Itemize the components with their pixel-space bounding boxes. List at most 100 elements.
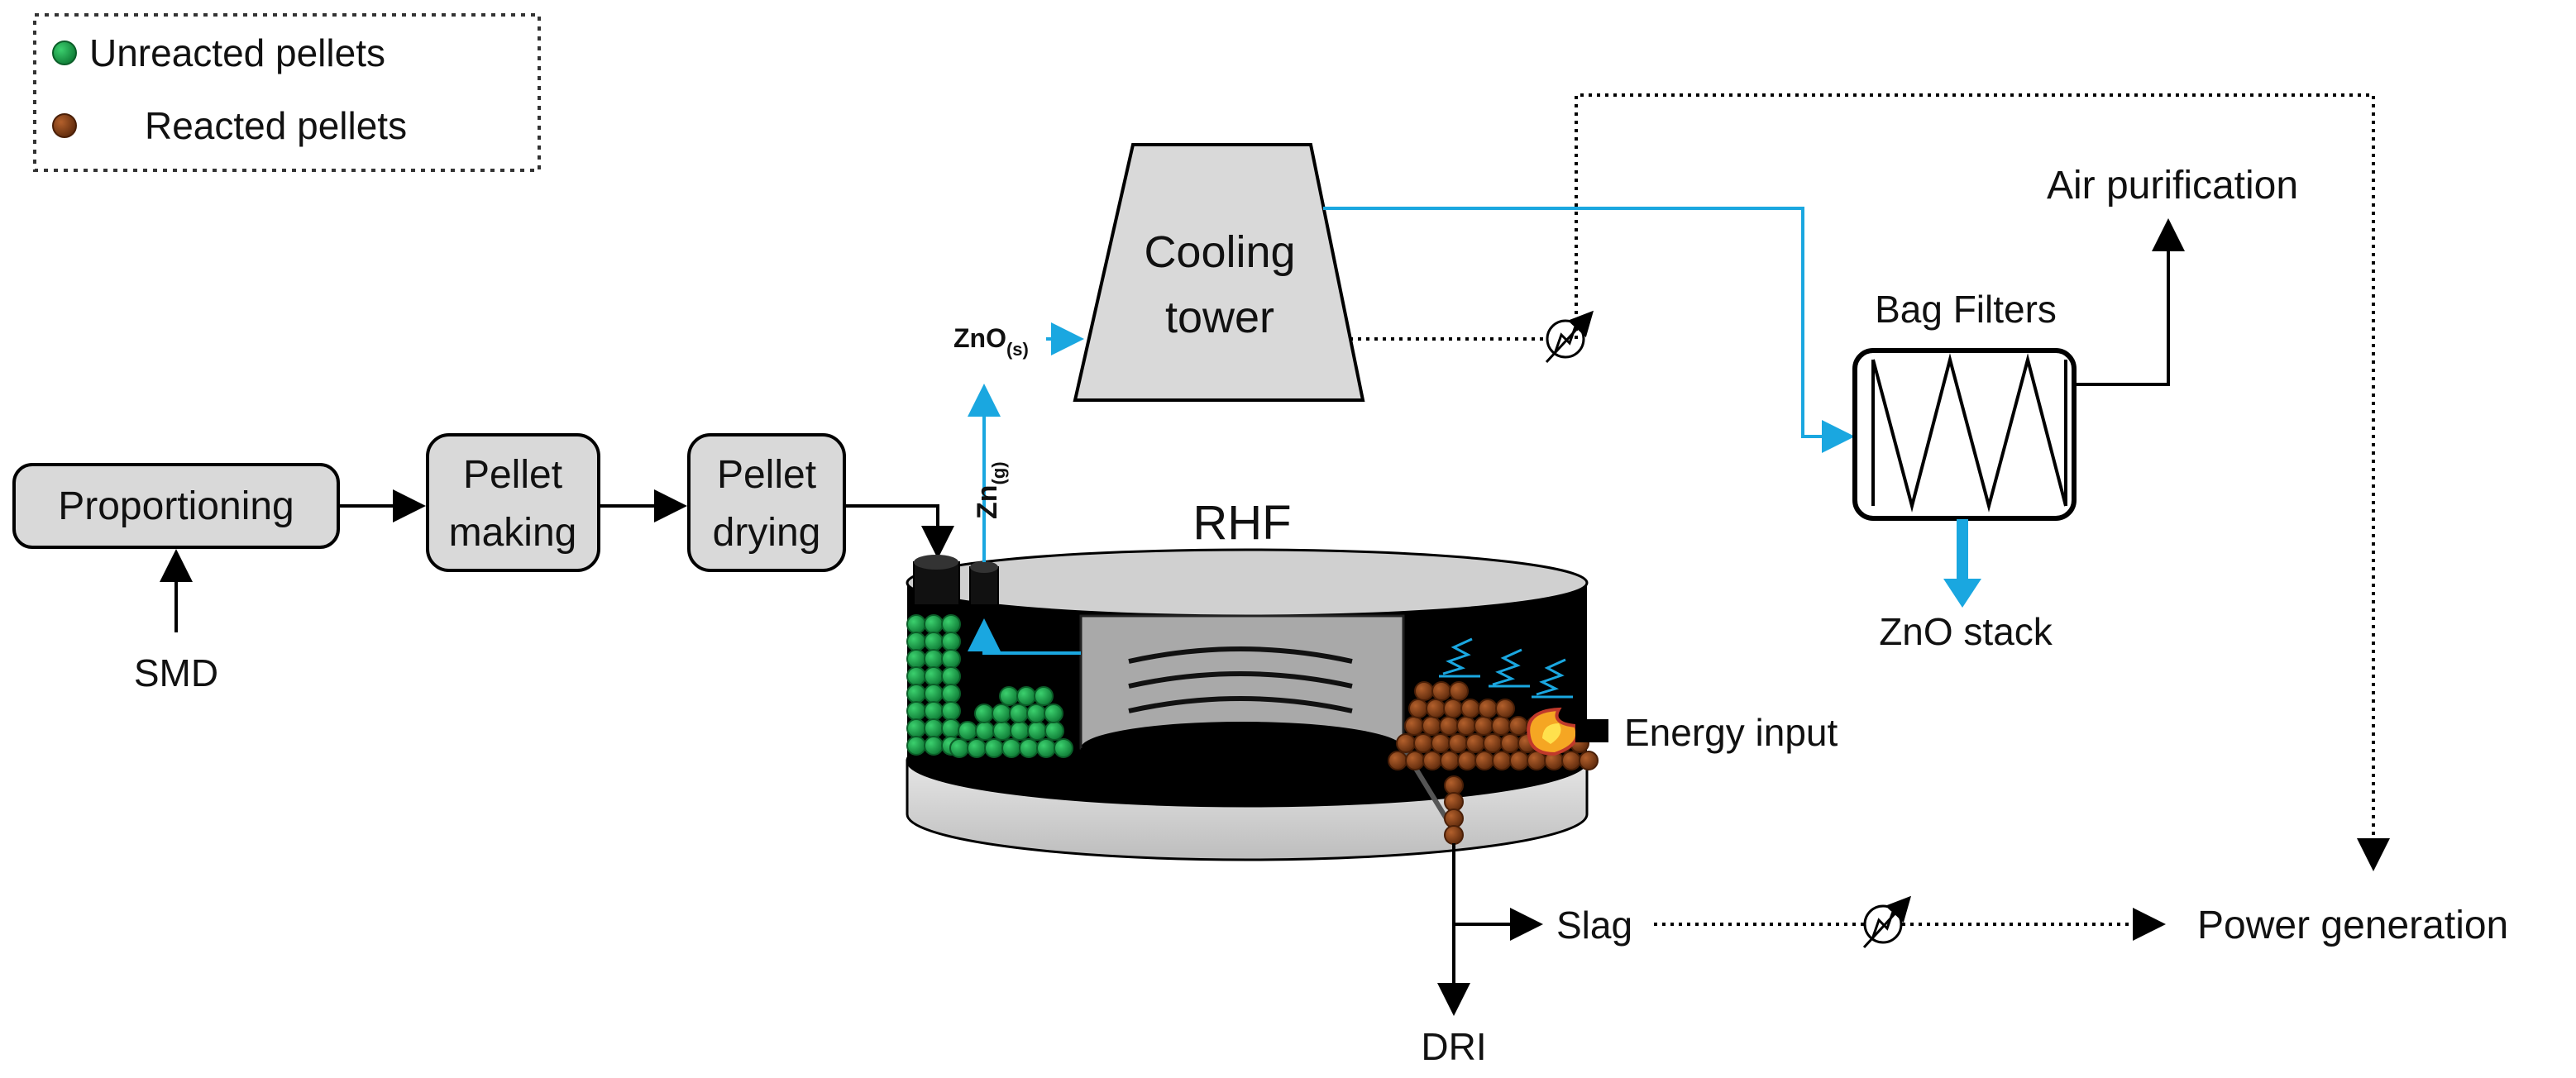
reacted-pellet bbox=[1456, 716, 1476, 736]
pellet-making-box: Pellet making bbox=[426, 433, 600, 572]
unreacted-pellet bbox=[906, 701, 926, 721]
unreacted-pellet bbox=[1054, 738, 1073, 758]
reacted-pellet bbox=[1527, 751, 1546, 770]
pellet-making-label-2: making bbox=[449, 511, 577, 555]
reacted-pellet-icon bbox=[52, 113, 77, 138]
reacted-pellet bbox=[1457, 751, 1477, 770]
slag-label: Slag bbox=[1556, 904, 1632, 947]
smd-label: SMD bbox=[134, 651, 218, 694]
unreacted-pellet bbox=[924, 718, 944, 738]
arrow-drying-to-rhf bbox=[844, 504, 954, 559]
bag-filters-label: Bag Filters bbox=[1875, 288, 2057, 331]
unreacted-pellet bbox=[941, 718, 961, 738]
reacted-pellet bbox=[1431, 733, 1450, 753]
unreacted-pellet bbox=[958, 721, 977, 741]
rotary-hearth-furnace bbox=[906, 548, 1589, 861]
unreacted-pellet bbox=[984, 738, 1004, 758]
bag-filters bbox=[1852, 348, 2077, 521]
zno-solid-label: ZnO(s) bbox=[953, 323, 1029, 360]
reacted-pellet bbox=[1408, 699, 1428, 718]
flame-icon bbox=[1527, 707, 1608, 756]
dri-label: DRI bbox=[1421, 1025, 1486, 1068]
zno-stack-label: ZnO stack bbox=[1879, 610, 2053, 653]
zno-solid-base: ZnO bbox=[953, 323, 1006, 353]
unreacted-pellet bbox=[992, 721, 1012, 741]
unreacted-pellet bbox=[906, 718, 926, 738]
reacted-pellet bbox=[1460, 699, 1480, 718]
unreacted-pellet bbox=[924, 649, 944, 669]
legend-unreacted-label: Unreacted pellets bbox=[89, 31, 385, 74]
heat-exchanger-icon bbox=[1545, 310, 1594, 364]
power-generation-label: Power generation bbox=[2197, 904, 2508, 947]
reacted-pellet bbox=[1440, 751, 1460, 770]
zinc-vapour-icon bbox=[1439, 637, 1573, 699]
reacted-pellet bbox=[1444, 775, 1464, 795]
unreacted-pellet bbox=[967, 738, 987, 758]
unreacted-pellet bbox=[924, 701, 944, 721]
unreacted-pellet bbox=[999, 686, 1019, 706]
energy-input-label: Energy input bbox=[1624, 711, 1838, 754]
reacted-pellet bbox=[1414, 681, 1434, 701]
pellet-drying-box: Pellet drying bbox=[687, 433, 846, 572]
reacted-pellet bbox=[1443, 699, 1463, 718]
legend-frame bbox=[33, 13, 541, 172]
reacted-pellet bbox=[1426, 699, 1446, 718]
reacted-pellet bbox=[1474, 751, 1494, 770]
reacted-pellet bbox=[1404, 716, 1424, 736]
zn-gas-base: Zn bbox=[972, 484, 1003, 519]
reacted-pellet bbox=[1492, 751, 1512, 770]
reacted-pellet bbox=[1465, 733, 1485, 753]
unreacted-pellet bbox=[906, 614, 926, 634]
unreacted-pellet-icon bbox=[52, 41, 77, 65]
reacted-pellet bbox=[1413, 733, 1433, 753]
unreacted-pellet bbox=[924, 614, 944, 634]
unreacted-pellet bbox=[1026, 704, 1046, 723]
unreacted-pellet bbox=[1027, 721, 1047, 741]
pellet-drying-label-1: Pellet bbox=[717, 453, 816, 497]
unreacted-pellet bbox=[974, 704, 994, 723]
proportioning-label: Proportioning bbox=[58, 484, 294, 528]
reacted-pellet bbox=[1561, 751, 1581, 770]
unreacted-pellet bbox=[924, 632, 944, 651]
rhf-label: RHF bbox=[1192, 496, 1291, 550]
unreacted-pellet bbox=[1044, 704, 1063, 723]
arrow-bag-to-air bbox=[2074, 218, 2185, 386]
reacted-pellet bbox=[1388, 751, 1407, 770]
reacted-pellet bbox=[1444, 808, 1464, 828]
unreacted-pellet bbox=[941, 701, 961, 721]
pellet-making-label-1: Pellet bbox=[463, 453, 562, 497]
reacted-pellet bbox=[1478, 699, 1498, 718]
pellet-drying-label-2: drying bbox=[713, 511, 821, 555]
reacted-pellet bbox=[1579, 751, 1599, 770]
unreacted-pellet bbox=[924, 684, 944, 704]
reacted-pellet bbox=[1422, 751, 1442, 770]
unreacted-pellet bbox=[1010, 721, 1030, 741]
reacted-pellet bbox=[1439, 716, 1459, 736]
zn-gas-sub: (g) bbox=[988, 461, 1009, 484]
unreacted-pellet bbox=[941, 649, 961, 669]
unreacted-pellet bbox=[1016, 686, 1036, 706]
zn-gas-internal-flow bbox=[968, 618, 1081, 655]
reacted-pellet bbox=[1491, 716, 1511, 736]
reacted-pellet bbox=[1483, 733, 1503, 753]
heat-exchanger-icon bbox=[1862, 895, 1912, 949]
reacted-pellet bbox=[1444, 825, 1464, 845]
unreacted-pellet bbox=[975, 721, 995, 741]
air-purification-label: Air purification bbox=[2047, 164, 2298, 207]
unreacted-pellet bbox=[906, 632, 926, 651]
unreacted-pellet bbox=[906, 649, 926, 669]
unreacted-pellets-pile bbox=[906, 614, 1073, 758]
unreacted-pellet bbox=[992, 704, 1011, 723]
reacted-pellet bbox=[1500, 733, 1520, 753]
cooling-tower-label-2: tower bbox=[1165, 293, 1274, 342]
unreacted-pellet bbox=[924, 666, 944, 686]
reacted-pellet bbox=[1396, 733, 1416, 753]
unreacted-pellet bbox=[906, 736, 926, 756]
unreacted-pellet bbox=[1036, 738, 1056, 758]
proportioning-box: Proportioning bbox=[12, 463, 340, 549]
reacted-pellet bbox=[1508, 716, 1528, 736]
unreacted-pellet bbox=[924, 736, 944, 756]
unreacted-pellet bbox=[941, 666, 961, 686]
reacted-pellet bbox=[1509, 751, 1529, 770]
